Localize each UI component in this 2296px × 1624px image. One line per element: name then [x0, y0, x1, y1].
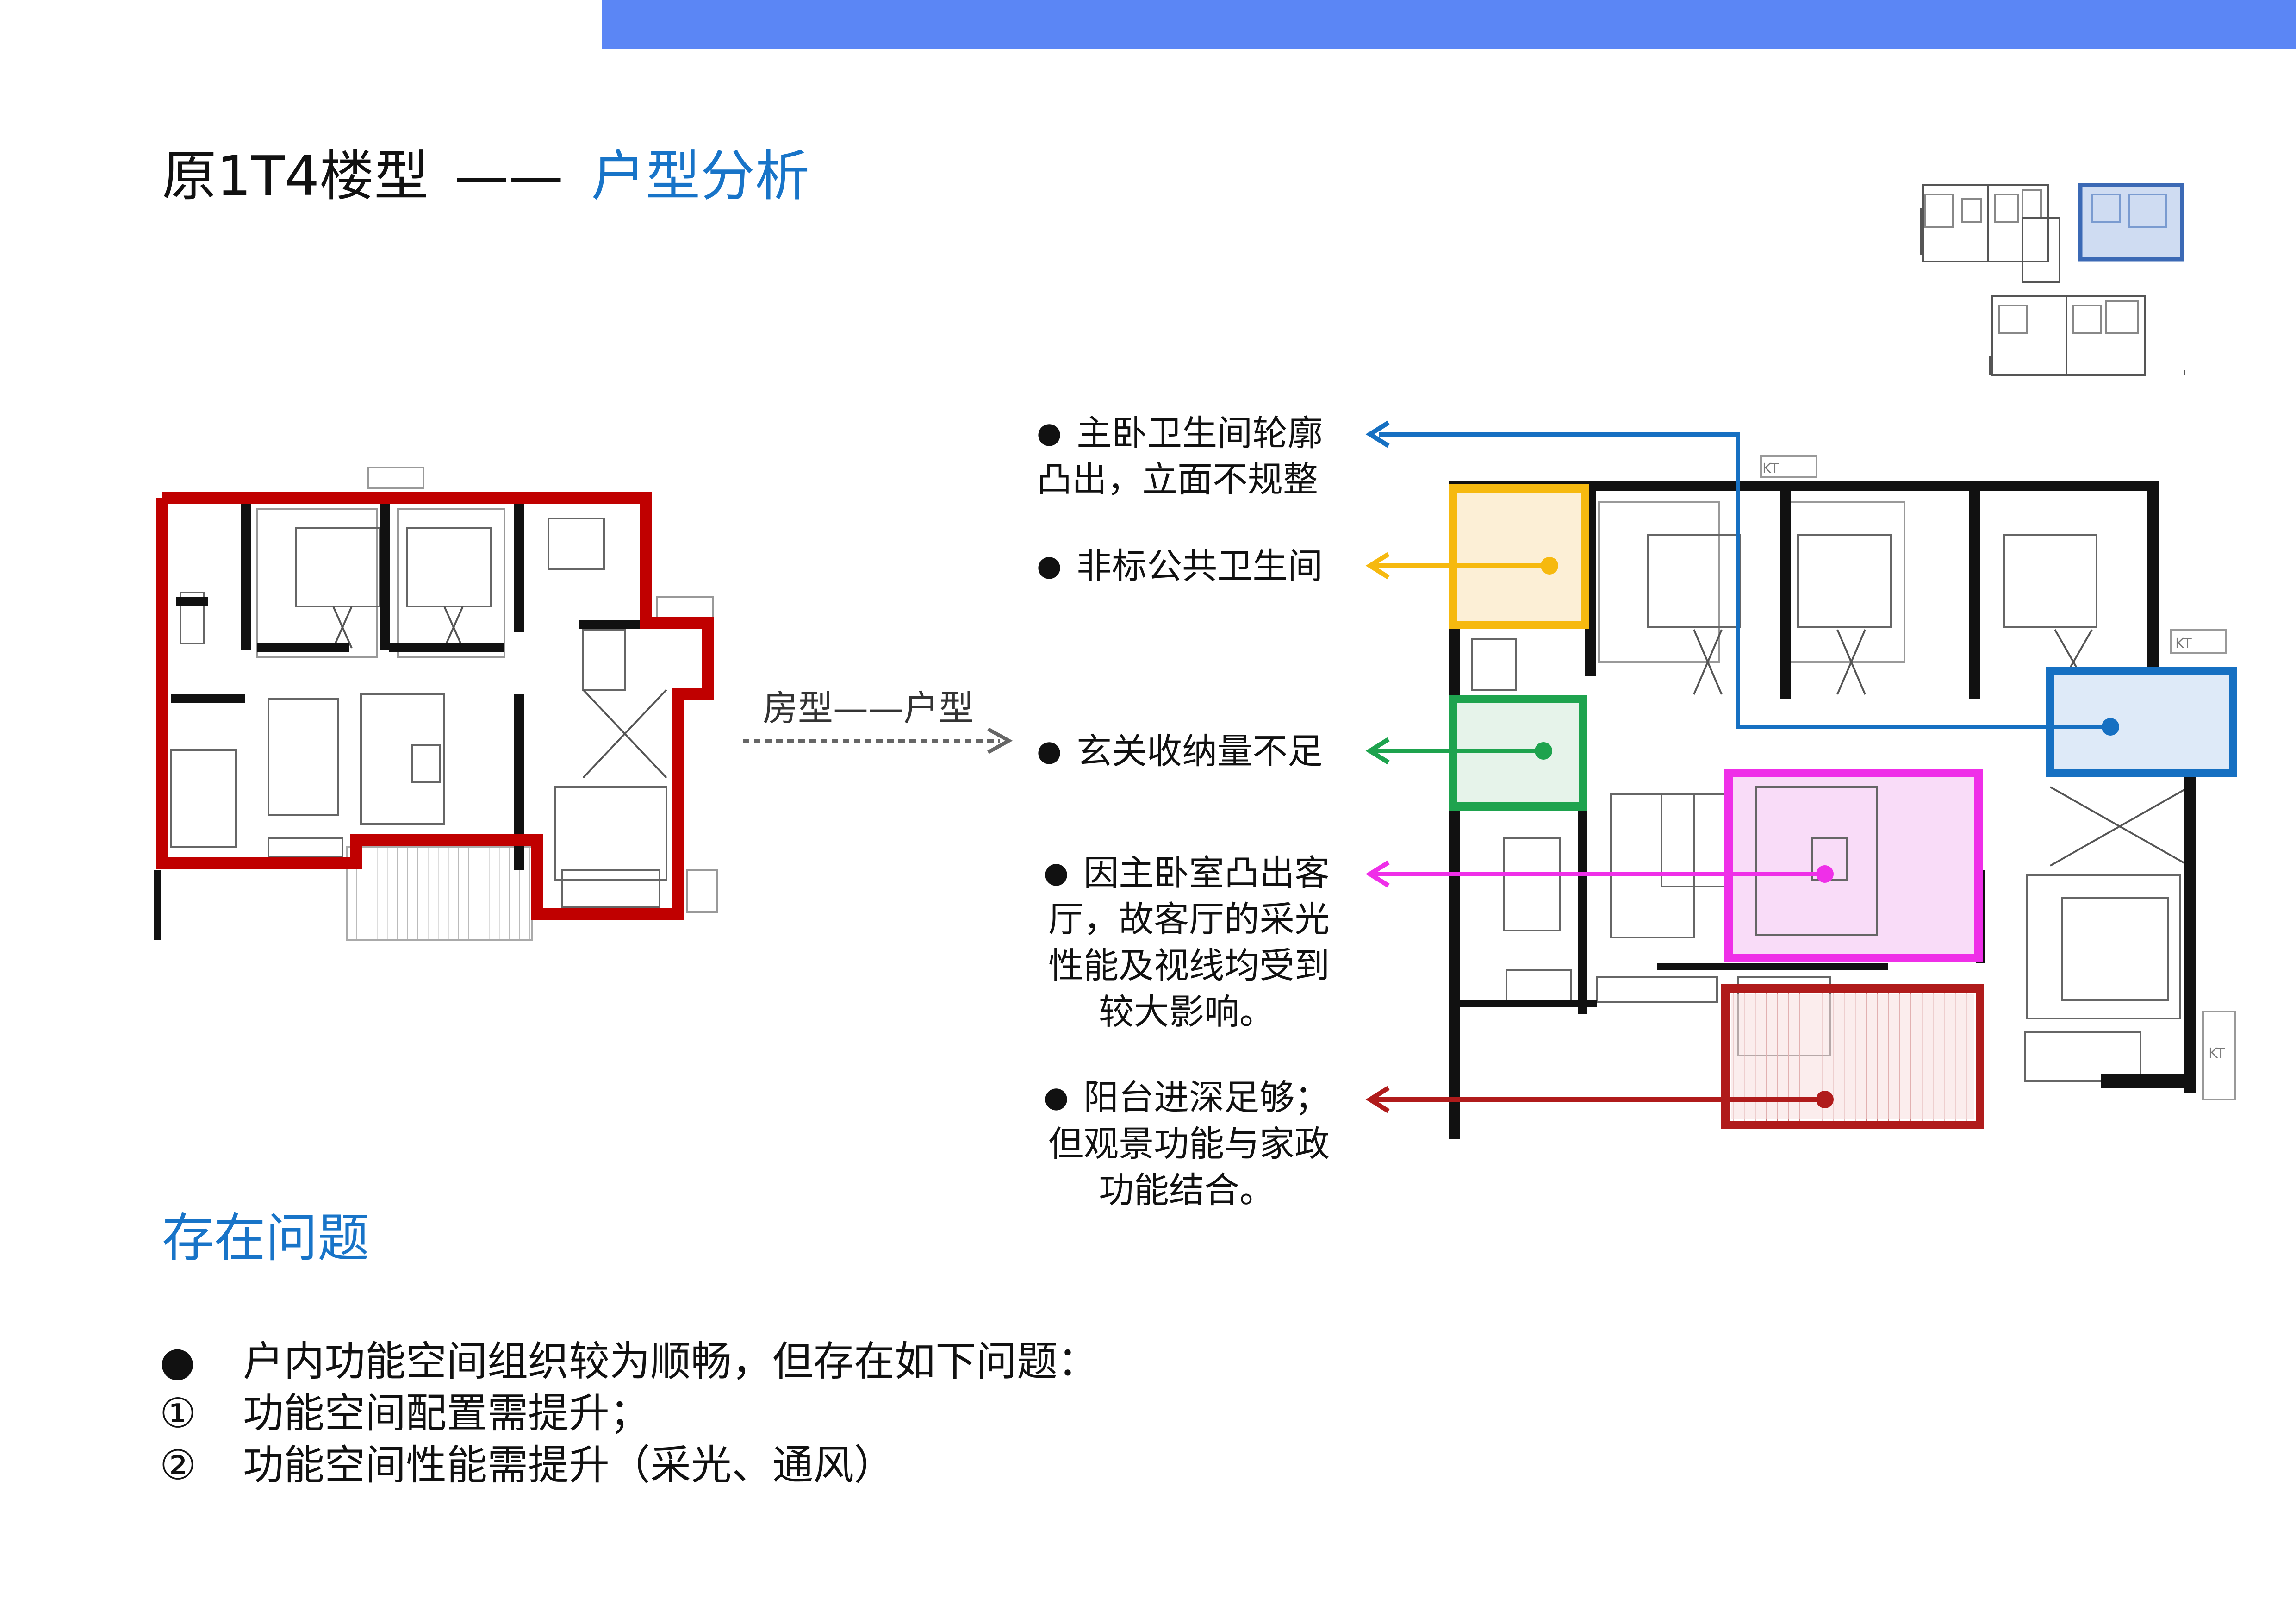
annotation-public-bath: ●非标公共卫生间	[1037, 545, 1323, 587]
original-outline	[156, 492, 714, 920]
highlight-master-bath	[2046, 667, 2237, 777]
bullet-icon: ●	[1044, 856, 1069, 889]
plan-label-ac-2: KT	[2175, 636, 2192, 652]
plan-label-ac-3: KT	[2209, 1045, 2225, 1062]
bullet-icon: ●	[1037, 416, 1062, 450]
issues-title: 存在问题	[162, 1208, 369, 1268]
highlight-public-bath	[1449, 484, 1589, 629]
connector-green	[1365, 737, 1543, 765]
top-accent-bar	[602, 0, 2296, 49]
title-separator: ——	[454, 144, 564, 208]
annotation-living-room: ●因主卧室凸出客 厅，故客厅的采光 性能及视线均受到 较大影响。	[1044, 852, 1330, 1032]
flow-arrow	[743, 727, 1013, 754]
title-main: 原1T4楼型	[162, 144, 429, 208]
bullet-icon: ●	[1037, 549, 1062, 582]
bullet-icon: ●	[1037, 734, 1062, 768]
key-plan	[1920, 183, 2185, 376]
page-title: 原1T4楼型 —— 户型分析	[162, 141, 809, 211]
highlight-living-room	[1724, 769, 1983, 962]
analysis-plan: KT KT KT	[1365, 420, 2237, 1139]
annotation-entry-storage: ●玄关收纳量不足	[1037, 731, 1323, 772]
connector-yellow	[1365, 552, 1549, 580]
annotation-master-bath: ●主卧卫生间轮廓 凸出，立面不规整	[1037, 412, 1323, 500]
original-plan	[154, 467, 718, 941]
title-highlight: 户型分析	[591, 144, 810, 208]
connector-magenta	[1365, 860, 1825, 888]
plan-label-ac: KT	[1762, 461, 1779, 477]
bullet-icon: ●	[1044, 1080, 1069, 1114]
connector-blue	[1365, 420, 2110, 729]
flow-label: 房型——户型	[763, 687, 974, 729]
list-item: ●户内功能空间组织较为顺畅，但存在如下问题：	[160, 1337, 1099, 1385]
annotation-balcony: ●阳台进深足够； 但观景功能与家政 功能结合。	[1044, 1077, 1330, 1211]
connector-dark-red	[1365, 1086, 1825, 1113]
